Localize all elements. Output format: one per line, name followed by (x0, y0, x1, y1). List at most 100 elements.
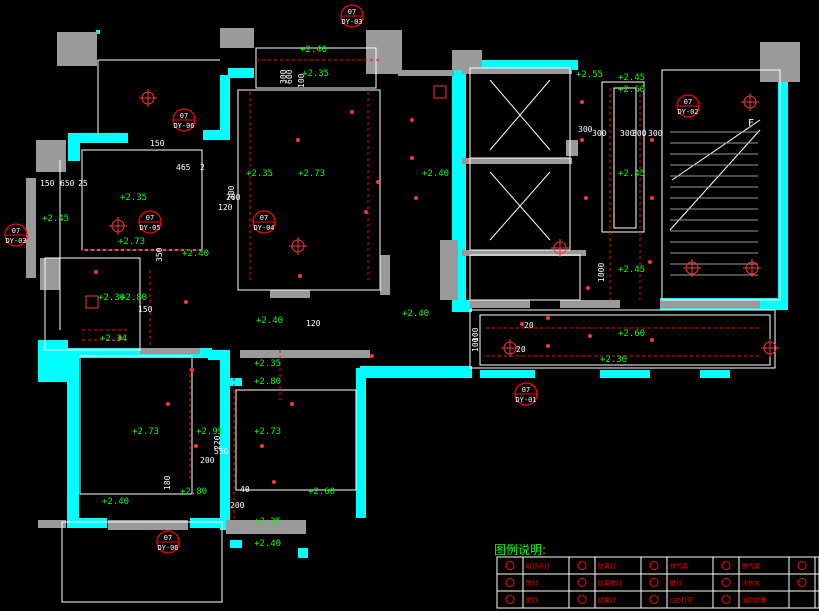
downlight-icon (376, 180, 380, 184)
room-outline (469, 157, 571, 251)
wall-block (108, 520, 188, 530)
callout-sheet: DY-02 (677, 108, 698, 116)
ceiling-light-icon (139, 89, 157, 107)
wall-segment (38, 340, 68, 382)
dimension-label: 300 (279, 69, 288, 84)
elevation-label: +2.60 (618, 85, 645, 95)
room-outline (469, 309, 776, 369)
ceiling-light-icon (289, 237, 307, 255)
downlight-icon (520, 322, 524, 326)
red-dashed-lines (82, 59, 760, 520)
elevation-label: +2.40 (254, 539, 281, 549)
wall-segment (700, 370, 730, 378)
wall-block (36, 140, 66, 172)
ceiling-light-icon (501, 339, 519, 357)
callout-number: 07 (522, 386, 530, 394)
legend-label: 排气扇 (670, 563, 688, 571)
section-callouts: 07DY-0307DY-0607DY-0207DY-0307DY-0507DY-… (4, 4, 700, 554)
ventilation-icon (85, 295, 99, 309)
dimension-label: 300 (620, 129, 635, 138)
wall-segment (67, 518, 107, 528)
elevation-label: +2.35 (302, 69, 329, 79)
elevation-label: +2.45 (618, 265, 645, 275)
dimension-label: 200 (226, 193, 241, 202)
callout-number: 07 (684, 98, 692, 106)
downlight-icon (650, 196, 654, 200)
elevation-label: +2.73 (254, 427, 281, 437)
dimension-label: 40 (240, 485, 250, 494)
elevation-label: +2.60 (618, 329, 645, 339)
ceiling-light-icon (683, 259, 701, 277)
dimension-label: 25 (78, 179, 88, 188)
wall-segment (67, 348, 212, 358)
downlight-icon (588, 334, 592, 338)
callout-number: 07 (180, 112, 188, 120)
downlight-icon (94, 270, 98, 274)
dimension-label: 120 (306, 319, 321, 328)
wall-segment (68, 133, 128, 143)
wall-segment (220, 350, 230, 530)
wall-block (462, 158, 572, 164)
downlight-icon (370, 354, 374, 358)
downlight-icon (650, 138, 654, 142)
wall-block (462, 250, 572, 256)
room-outline (661, 69, 781, 301)
dimension-label: 150 (138, 305, 153, 314)
moisture-light-icon (577, 595, 587, 604)
elevation-label: +2.40 (102, 497, 129, 507)
room-outline (469, 67, 571, 159)
legend-label: 换气扇 (742, 563, 760, 571)
legend-label: 消防喷淋 (742, 597, 766, 605)
moisture-light-icon (577, 578, 587, 587)
wall-segment (566, 60, 578, 70)
ac-outlet-icon (797, 578, 807, 587)
elevation-label: +2.73 (298, 169, 325, 179)
wall-block (220, 28, 254, 48)
legend-label: 冷热水 (742, 580, 760, 588)
elevation-label: +2.40 (422, 169, 449, 179)
dimension-label: 20 (516, 345, 526, 354)
legend-label: LED灯带 (670, 597, 693, 605)
downlight-icon (350, 110, 354, 114)
downlight-icon (546, 344, 550, 348)
wall-block (57, 32, 97, 66)
wall-block (366, 30, 402, 74)
callout-sheet: DY-06 (157, 544, 178, 552)
dimension-label: 1000 (597, 263, 606, 282)
elevation-label: +2.30 (98, 293, 125, 303)
callout-sheet: DY-04 (253, 224, 274, 232)
elevation-label: +2.45 (618, 73, 645, 83)
wall-segment (778, 62, 788, 310)
callout-number: 07 (260, 214, 268, 222)
elevation-label: +2.55 (576, 70, 603, 80)
dimension-label: 300 (592, 129, 607, 138)
dimension-label: 300 (578, 125, 593, 134)
exhaust-fan-icon (649, 578, 659, 587)
room-outline (235, 389, 357, 491)
elevation-label: +2.35 (246, 169, 273, 179)
dimension-label: 300 (648, 129, 663, 138)
wall-segment (600, 370, 650, 378)
room-outline (79, 355, 193, 495)
elevation-label: +2.35 (120, 193, 147, 203)
downlight-icon (580, 100, 584, 104)
wall-block (566, 140, 578, 156)
ceiling-light-icon (505, 578, 515, 587)
wall-segment (230, 378, 242, 386)
elevation-label: +2.35 (254, 359, 281, 369)
wall-block (40, 258, 60, 290)
wall-segment (67, 348, 79, 528)
downlight-icon (414, 196, 418, 200)
wall-block (226, 520, 306, 534)
ventilation-icon (721, 595, 731, 604)
room-outline (469, 254, 581, 301)
callout-number: 07 (146, 214, 154, 222)
room-outline (44, 257, 141, 351)
ceiling-light-icon (505, 561, 515, 570)
ceiling-light-icon (741, 93, 759, 111)
ceiling-light-icon (761, 339, 779, 357)
exhaust-fan-icon (433, 85, 447, 99)
